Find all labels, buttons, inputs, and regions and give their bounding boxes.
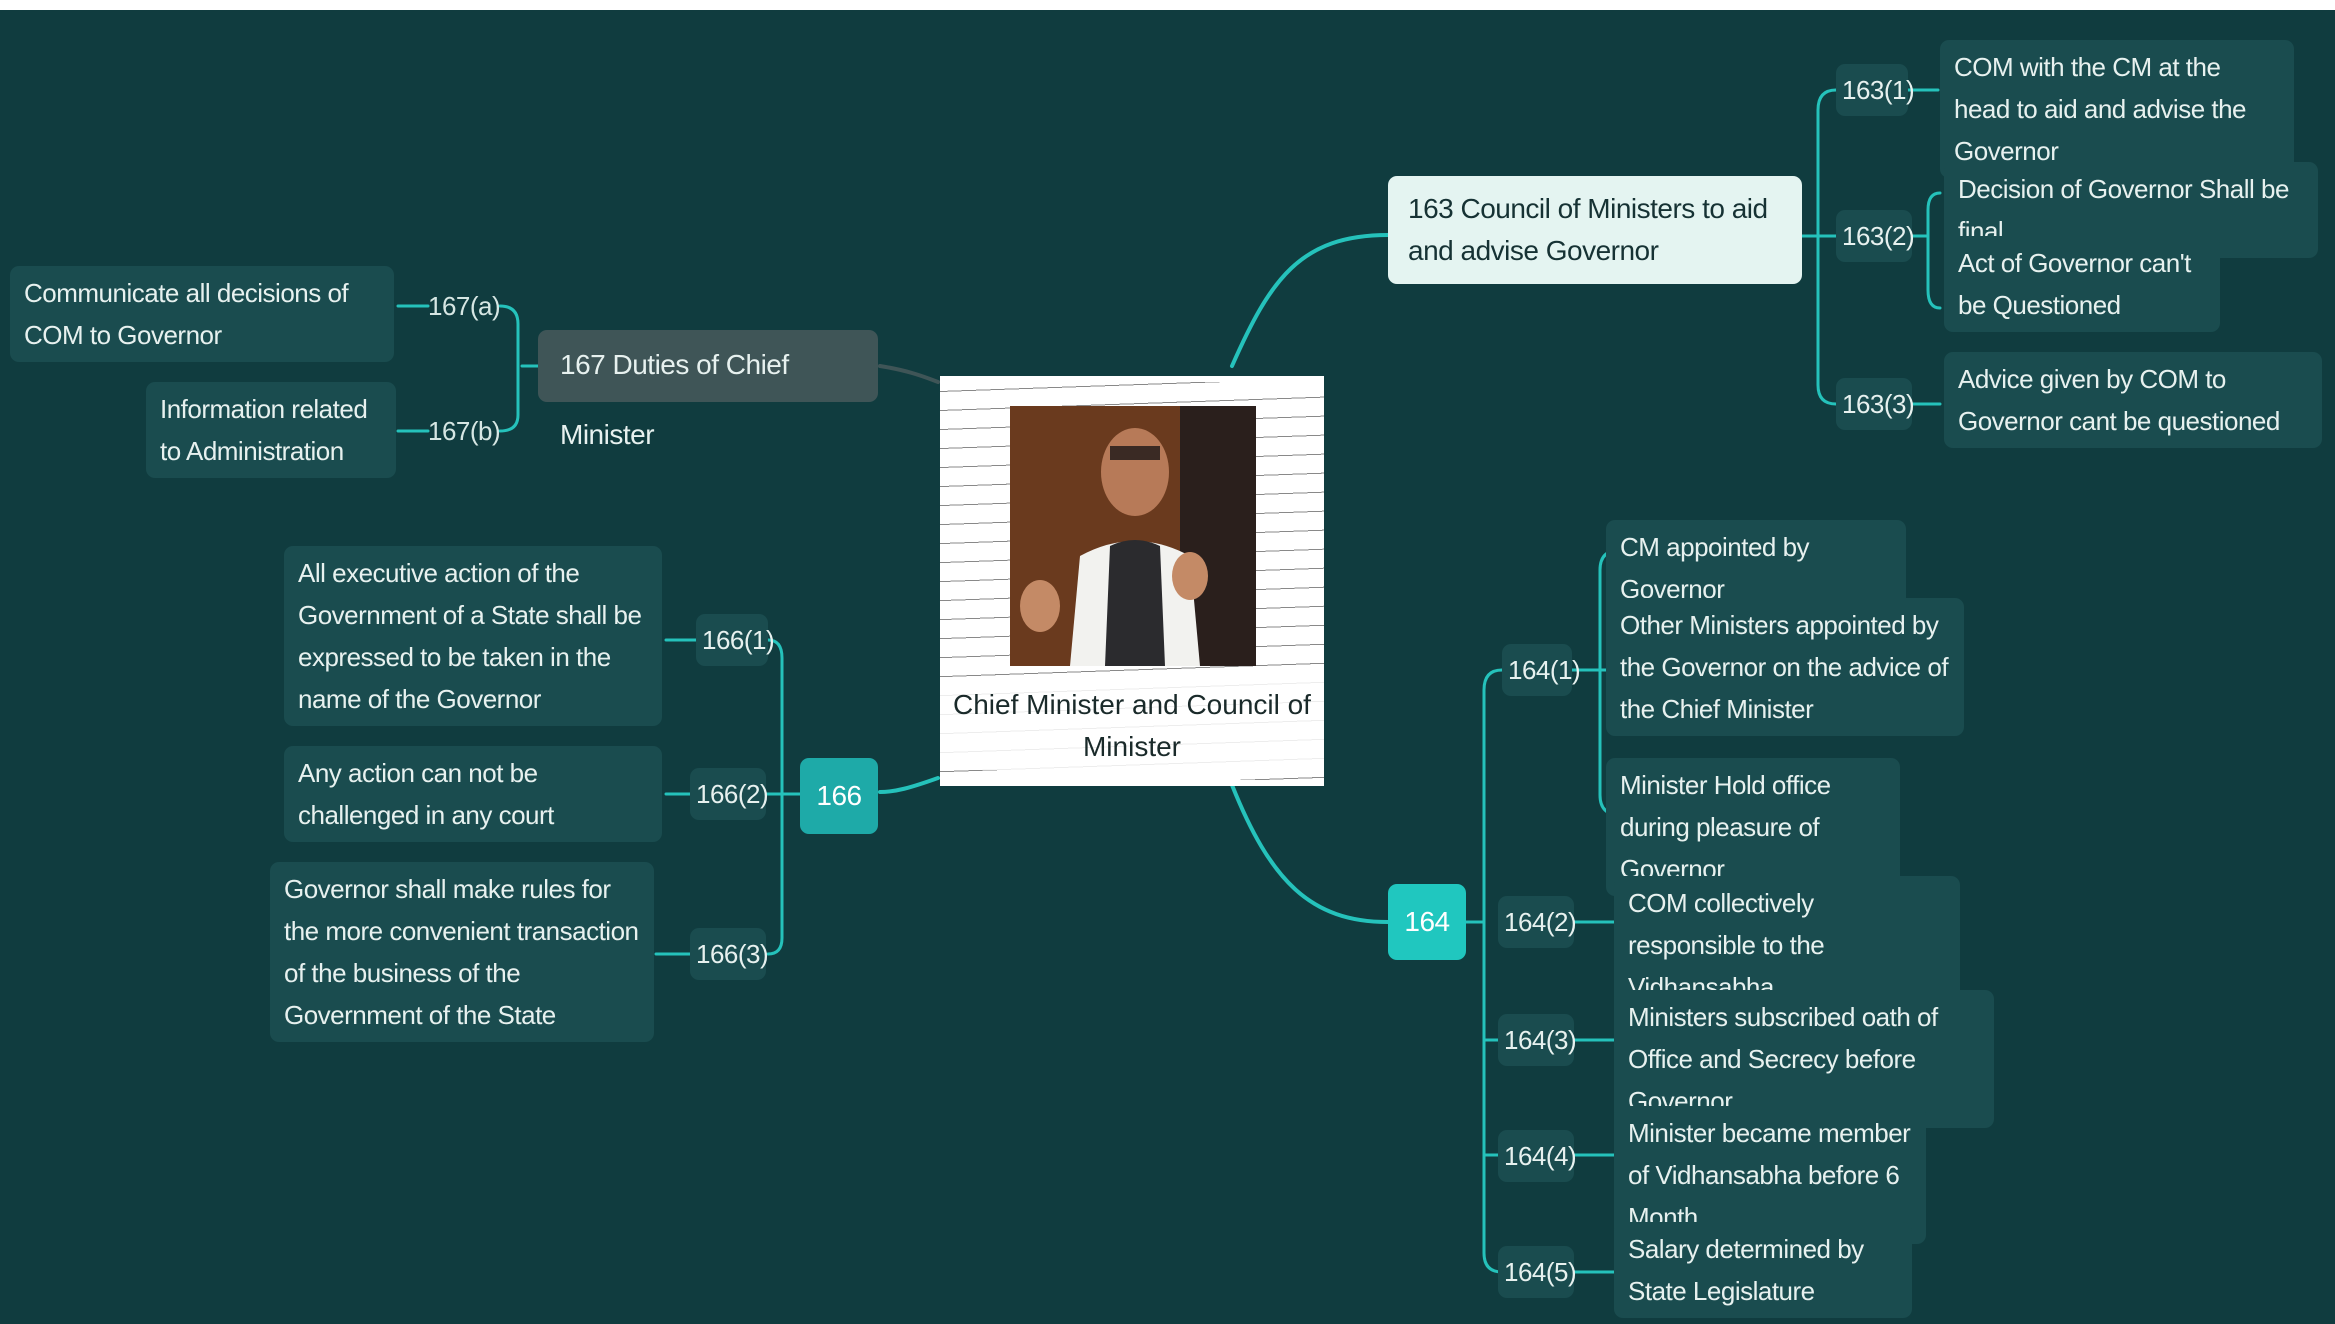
leaf-164-4[interactable]: Minister became member of Vidhansabha be… xyxy=(1614,1106,1926,1244)
leaf-163-3[interactable]: Advice given by COM to Governor cant be … xyxy=(1944,352,2322,448)
central-topic[interactable]: Chief Minister and Council of Minister xyxy=(940,376,1324,786)
portrait-photo xyxy=(1010,406,1256,666)
leaf-166-3[interactable]: Governor shall make rules for the more c… xyxy=(270,862,654,1042)
label-166-1[interactable]: 166(1) xyxy=(696,614,775,666)
node-163-council-of-ministers[interactable]: 163 Council of Ministers to aid and advi… xyxy=(1388,176,1802,284)
leaf-163-2-act-not-questioned[interactable]: Act of Governor can't be Questioned xyxy=(1944,236,2220,332)
mindmap-canvas: Chief Minister and Council of Minister 1… xyxy=(0,10,2335,1324)
node-164[interactable]: 164 xyxy=(1388,884,1466,960)
leaf-164-1-other-ministers[interactable]: Other Ministers appointed by the Governo… xyxy=(1606,598,1964,736)
leaf-167-b[interactable]: Information related to Administration xyxy=(146,382,396,478)
central-topic-title: Chief Minister and Council of Minister xyxy=(940,682,1324,770)
leaf-163-1[interactable]: COM with the CM at the head to aid and a… xyxy=(1940,40,2294,178)
label-166-3[interactable]: 166(3) xyxy=(690,928,769,980)
label-164-4[interactable]: 164(4) xyxy=(1498,1130,1577,1182)
node-166[interactable]: 166 xyxy=(800,758,878,834)
label-164-1[interactable]: 164(1) xyxy=(1502,644,1581,696)
label-167-a[interactable]: 167(a) xyxy=(428,291,501,321)
leaf-167-a[interactable]: Communicate all decisions of COM to Gove… xyxy=(10,266,394,362)
label-164-2[interactable]: 164(2) xyxy=(1498,896,1577,948)
leaf-166-1[interactable]: All executive action of the Government o… xyxy=(284,546,662,726)
label-163-2[interactable]: 163(2) xyxy=(1836,210,1915,262)
leaf-164-1-hold-office[interactable]: Minister Hold office during pleasure of … xyxy=(1606,758,1900,896)
label-164-3[interactable]: 164(3) xyxy=(1498,1014,1577,1066)
leaf-166-2[interactable]: Any action can not be challenged in any … xyxy=(284,746,662,842)
leaf-164-5[interactable]: Salary determined by State Legislature xyxy=(1614,1222,1912,1318)
label-167-b[interactable]: 167(b) xyxy=(428,416,501,446)
node-167-duties-of-cm[interactable]: 167 Duties of Chief Minister xyxy=(538,330,878,450)
label-164-5[interactable]: 164(5) xyxy=(1498,1246,1577,1298)
label-166-2[interactable]: 166(2) xyxy=(690,768,769,820)
leaf-164-3[interactable]: Ministers subscribed oath of Office and … xyxy=(1614,990,1994,1128)
label-163-3[interactable]: 163(3) xyxy=(1836,378,1915,430)
connector-lines xyxy=(396,88,1942,1274)
label-163-1[interactable]: 163(1) xyxy=(1836,64,1915,116)
